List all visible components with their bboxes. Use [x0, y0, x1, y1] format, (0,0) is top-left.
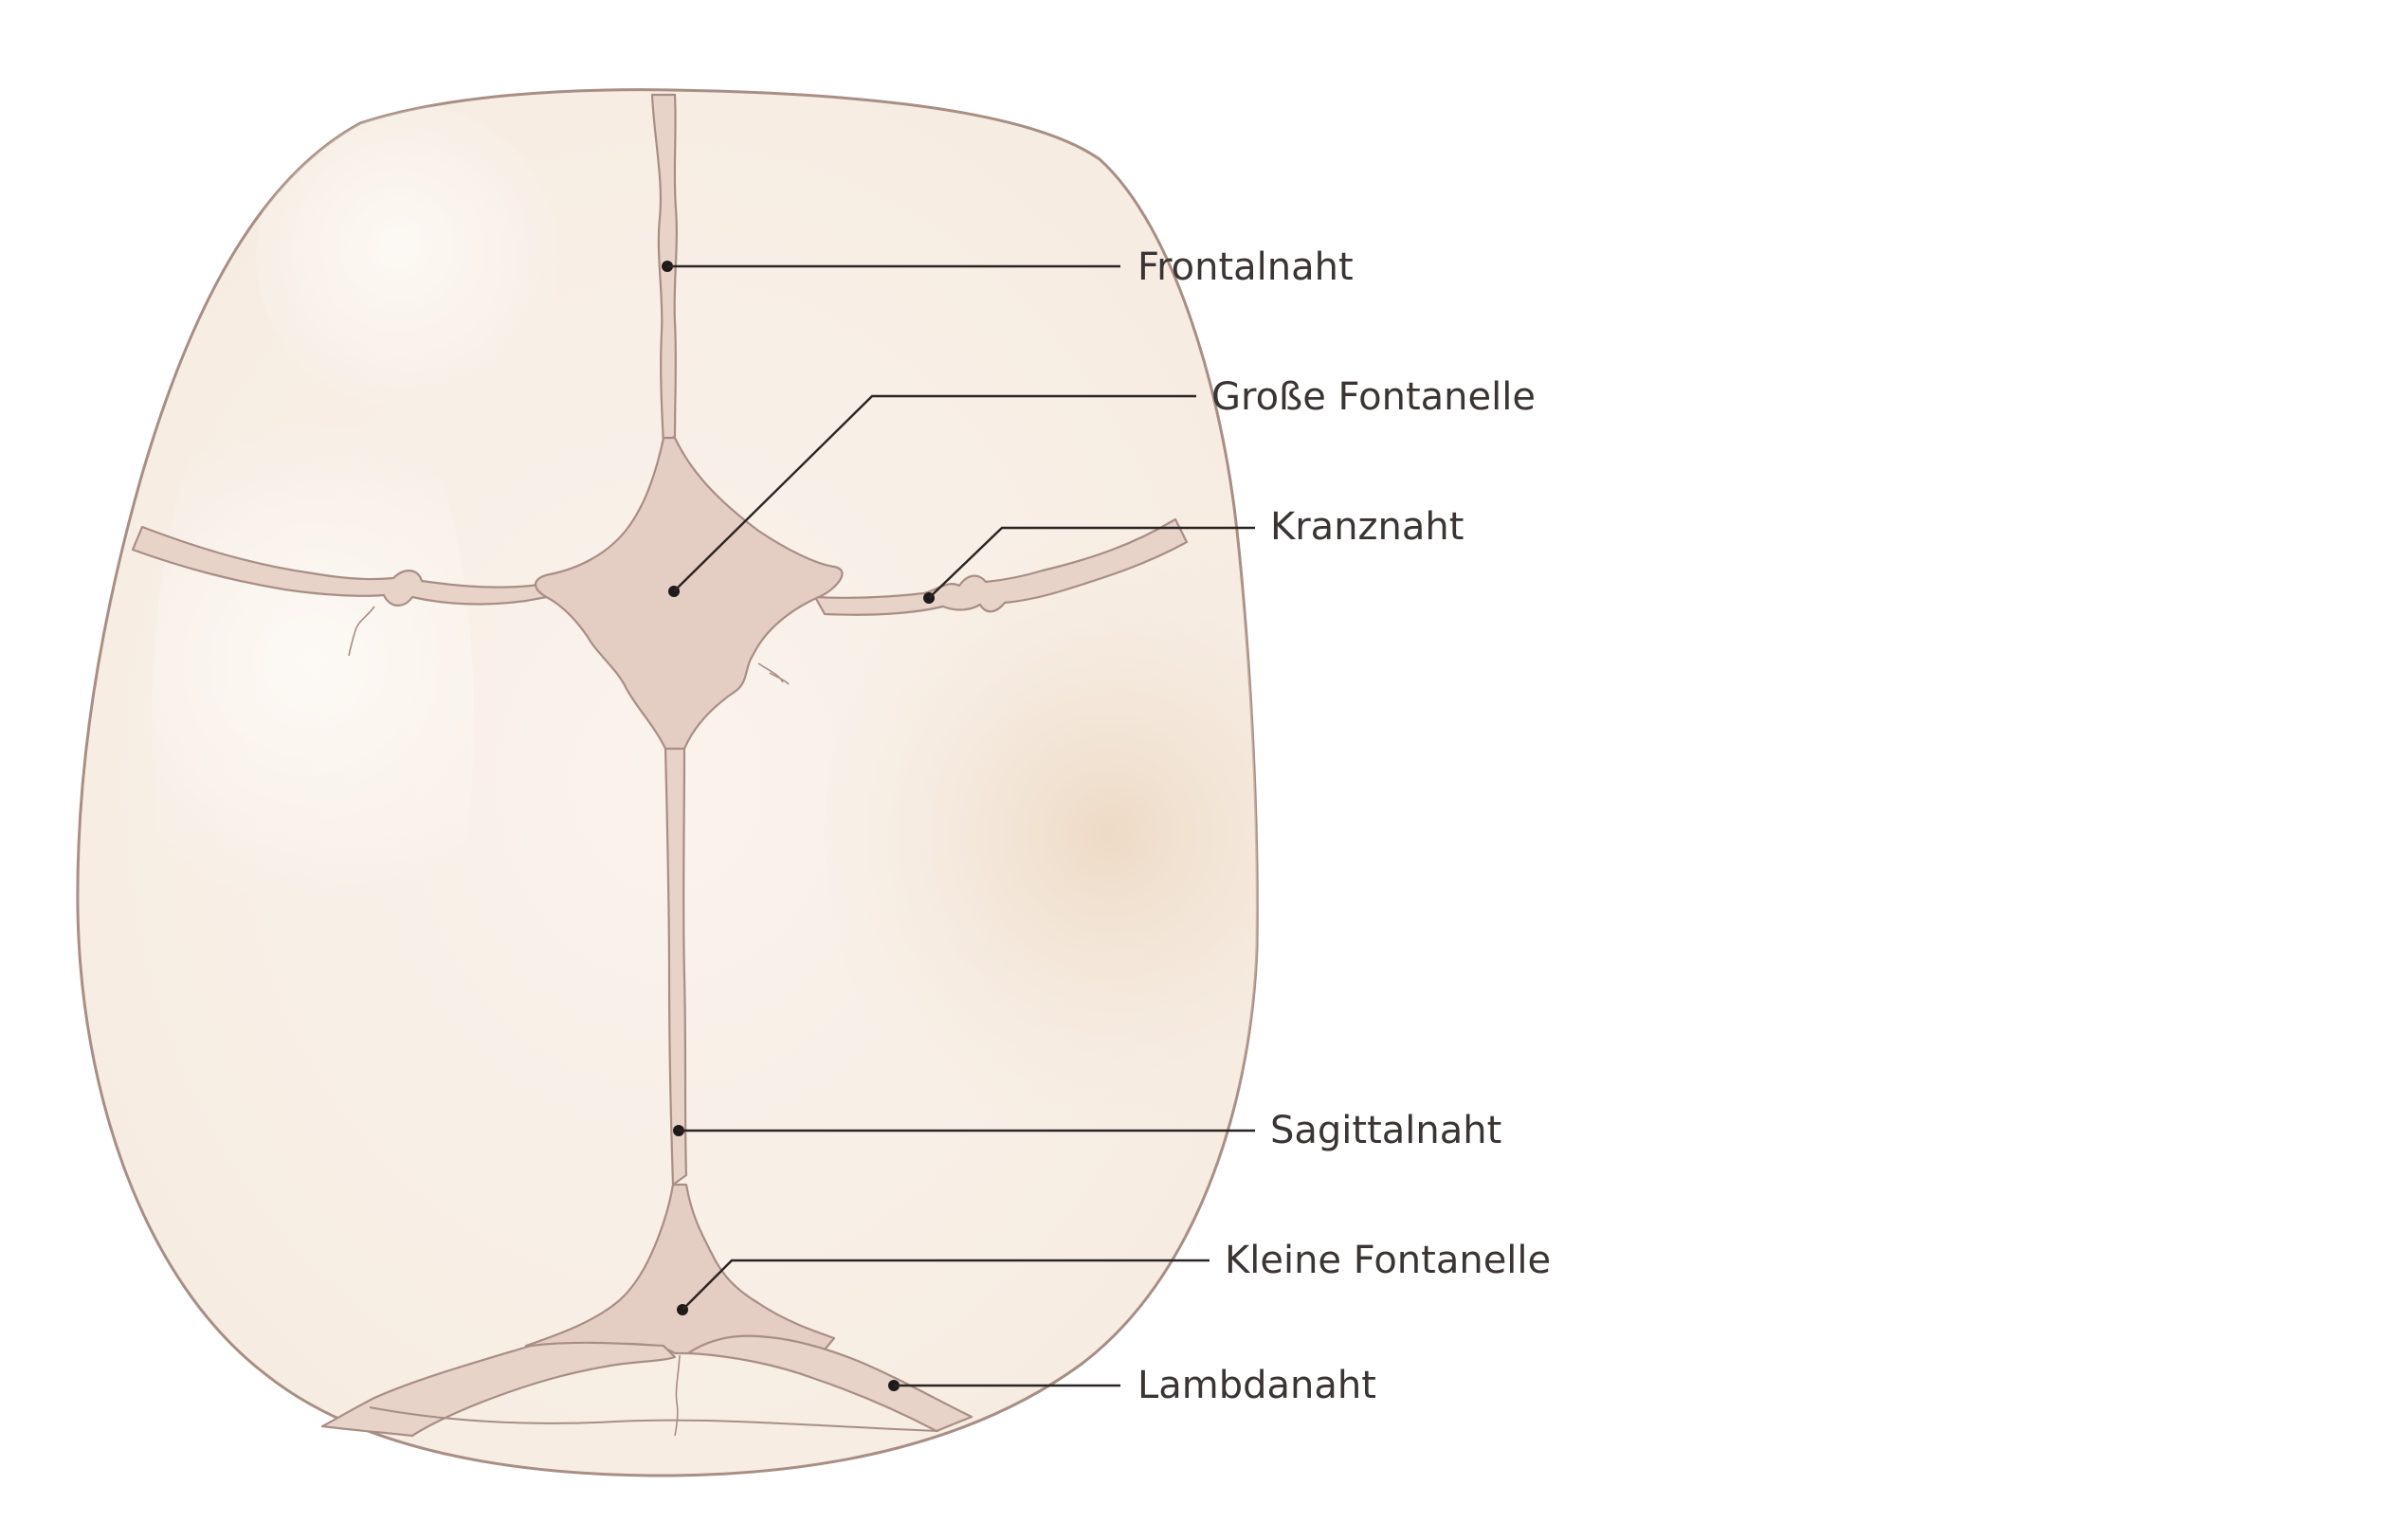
- bone-crack-occipital: [674, 1354, 681, 1437]
- grosse-fontanelle-label: Große Fontanelle: [1211, 375, 1536, 419]
- bone-crack-right: [757, 662, 790, 685]
- lambdoid-suture-right: [686, 1334, 973, 1433]
- kleine-fontanelle-leader: [682, 1259, 1210, 1311]
- kranznaht-label: Kranznaht: [1270, 505, 1464, 549]
- grosse-fontanelle-leader: [673, 394, 1196, 592]
- lambdoid-suture-left: [320, 1341, 677, 1438]
- sagittal-suture: [664, 747, 688, 1187]
- kranznaht-leader: [928, 526, 1255, 599]
- frontalnaht-label: Frontalnaht: [1137, 245, 1354, 289]
- lambdanaht-label: Lambdanaht: [1137, 1364, 1376, 1407]
- occipital-edge: [369, 1406, 939, 1432]
- callouts: Frontalnaht Große Fontanelle Kranznaht S…: [662, 245, 1551, 1407]
- bone-crack-left: [348, 606, 375, 657]
- kleine-fontanelle-label: Kleine Fontanelle: [1225, 1239, 1551, 1282]
- coronal-suture-right: [813, 517, 1189, 616]
- skull: [76, 88, 1259, 1477]
- posterior-fontanelle: [524, 1183, 836, 1359]
- sagittalnaht-label: Sagittalnaht: [1270, 1109, 1501, 1152]
